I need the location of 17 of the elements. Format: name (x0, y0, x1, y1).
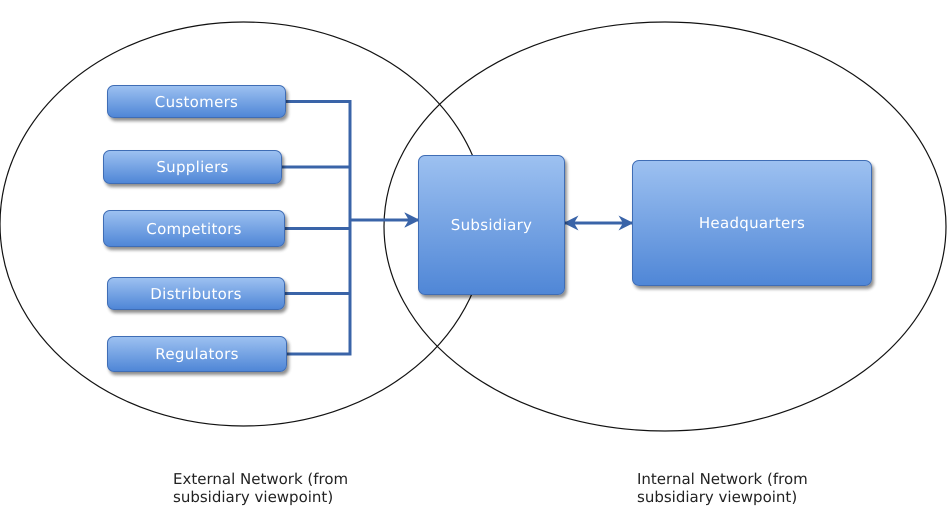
box-label: Customers (154, 92, 238, 110)
box-label: Headquarters (698, 214, 806, 232)
network-caption: Internal Network (from subsidiary viewpoint) (637, 470, 809, 506)
connector-arrow (564, 216, 634, 230)
box-label: Regulators (155, 345, 239, 363)
connector-arrow (287, 212, 420, 356)
network-caption: External Network (from subsidiary viewpoint) (173, 470, 350, 506)
process-box (107, 85, 286, 118)
box-label: Suppliers (156, 158, 229, 176)
process-box (632, 160, 872, 286)
process-box (107, 336, 287, 372)
process-box (103, 150, 282, 184)
box-label: Distributors (150, 284, 242, 302)
process-box (103, 210, 285, 247)
box-label: Competitors (146, 220, 242, 238)
box-label: Subsidiary (450, 216, 532, 234)
process-box (107, 277, 285, 310)
